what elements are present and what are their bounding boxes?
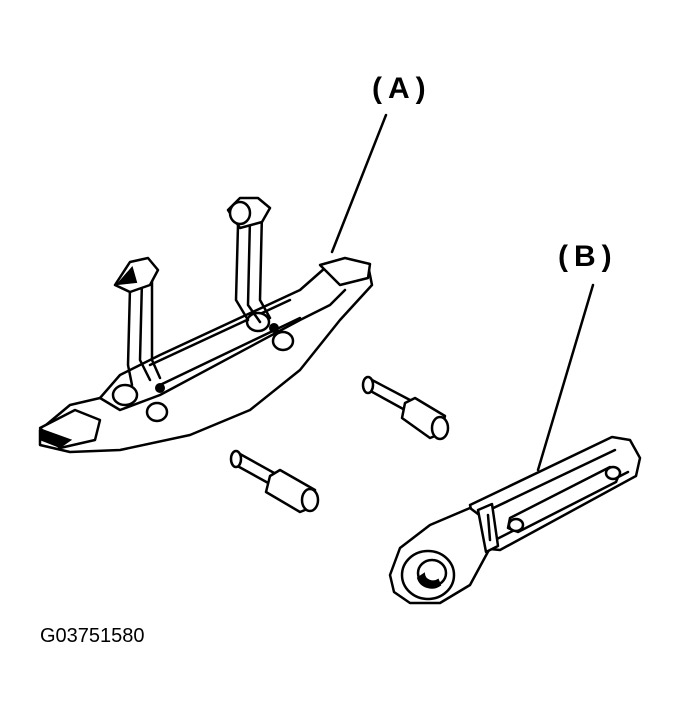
lever-arm-icon [388,435,642,605]
callout-b: (B) [558,240,618,273]
pin-icon [361,375,450,441]
pin-icon [229,449,320,514]
callout-a: (A) [372,72,432,105]
figure-id: G03751580 [40,625,145,647]
chain-guide-icon [38,196,374,454]
leader-line-a [330,113,388,254]
leader-line-b [536,283,595,472]
